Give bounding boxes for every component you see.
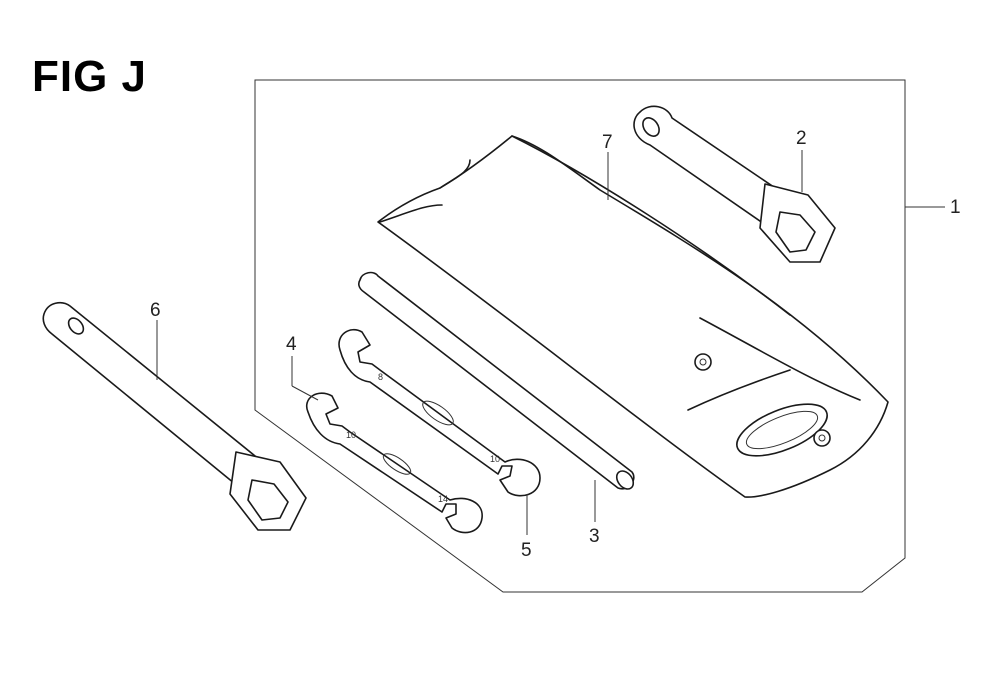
- callout-2: 2: [796, 128, 807, 149]
- figure-title: FIG J: [32, 52, 148, 101]
- tool-bag: [377, 135, 889, 498]
- callout-3: 3: [589, 526, 600, 547]
- wrench-upper-size-large: 10: [490, 454, 500, 464]
- callout-6: 6: [150, 300, 161, 321]
- callout-1: 1: [950, 197, 961, 218]
- open-end-wrench-upper: 8 10: [338, 328, 541, 535]
- kit-boundary-frame: [254, 79, 945, 593]
- callout-5: 5: [521, 540, 532, 561]
- socket-wrench-long: [42, 301, 307, 531]
- wrench-lower-size-small: 10: [346, 430, 356, 440]
- callout-leader-4b: [291, 385, 319, 401]
- callout-7: 7: [602, 132, 613, 153]
- wrench-upper-size-small: 8: [378, 372, 383, 382]
- callout-4: 4: [286, 334, 297, 355]
- socket-wrench-short: [633, 105, 836, 263]
- wrench-lower-size-large: 14: [438, 494, 448, 504]
- tommy-bar: [358, 271, 635, 522]
- open-end-wrench-lower: 10 14: [291, 356, 483, 534]
